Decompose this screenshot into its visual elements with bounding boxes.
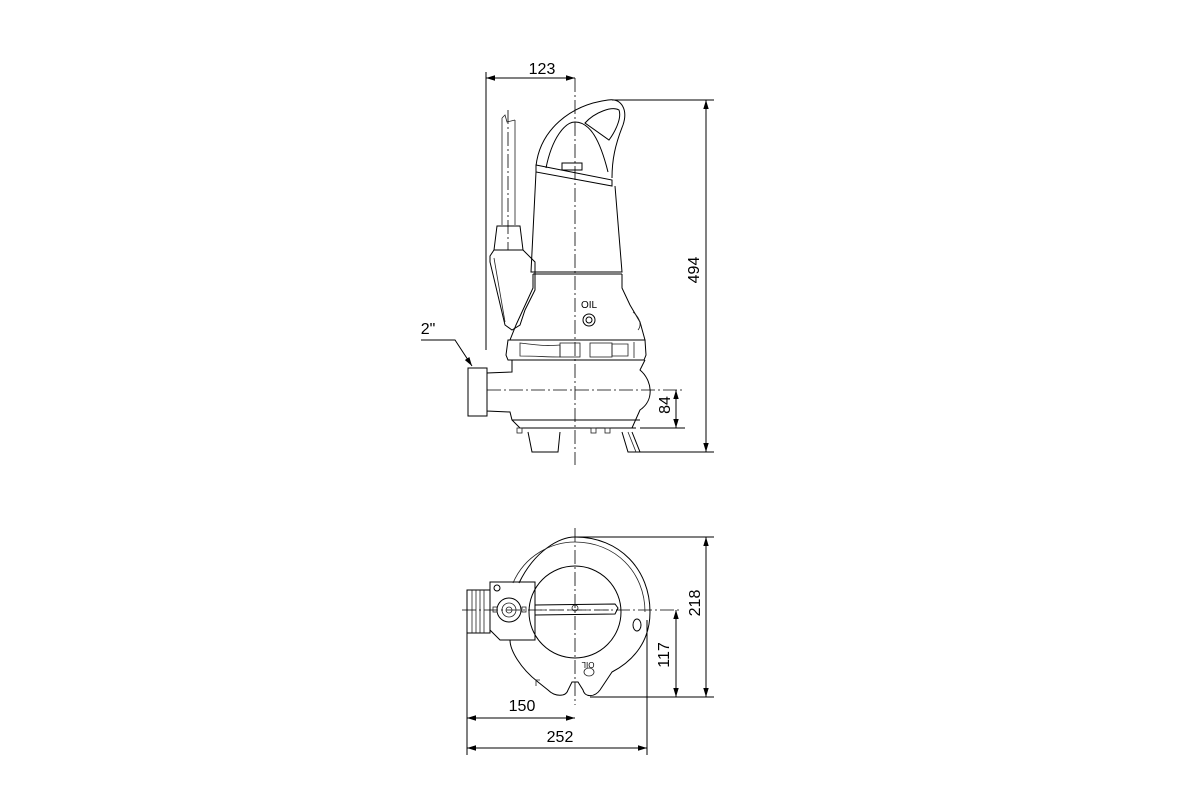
pump-volute bbox=[486, 359, 651, 429]
dim-218: 218 bbox=[575, 536, 714, 698]
dim-117: 117 bbox=[656, 610, 679, 697]
dim-123-label: 123 bbox=[529, 61, 556, 78]
dim-123: 123 bbox=[485, 61, 575, 350]
dim-84-label: 84 bbox=[657, 396, 674, 414]
side-oil-label: OIL bbox=[581, 300, 598, 311]
dim-150: 150 bbox=[466, 633, 575, 755]
foot-left bbox=[527, 431, 561, 453]
dim-84: 84 bbox=[640, 390, 685, 429]
power-cable bbox=[493, 110, 524, 251]
plan-oil-label: OIL bbox=[581, 660, 594, 669]
side-view: 123 OIL bbox=[421, 61, 714, 465]
plan-view: OIL 218 117 bbox=[462, 528, 714, 755]
oil-plug-plan-icon bbox=[632, 618, 642, 632]
motor-housing bbox=[530, 171, 623, 273]
outlet-size-label: 2" bbox=[421, 321, 436, 338]
dim-218-label: 218 bbox=[687, 590, 704, 617]
dim-252-label: 252 bbox=[547, 729, 574, 746]
foot-right bbox=[621, 431, 641, 453]
dim-252: 252 bbox=[467, 620, 648, 755]
top-plate bbox=[535, 164, 613, 187]
motor-inner-circle bbox=[528, 565, 622, 659]
dim-494: 494 bbox=[612, 99, 714, 453]
cable-entry-housing bbox=[489, 249, 536, 331]
dim-150-label: 150 bbox=[509, 698, 536, 715]
threaded-outlet bbox=[466, 589, 491, 634]
outlet-port bbox=[467, 367, 488, 417]
lifting-handle bbox=[535, 99, 626, 179]
handle-nut bbox=[561, 162, 583, 171]
dim-outlet-size: 2" bbox=[421, 321, 473, 367]
oil-plug-icon bbox=[582, 313, 596, 327]
clamp-ring bbox=[505, 339, 647, 361]
motor-outer-outline bbox=[509, 536, 651, 697]
dim-494-label: 494 bbox=[686, 257, 703, 284]
dim-117-label: 117 bbox=[656, 642, 673, 668]
